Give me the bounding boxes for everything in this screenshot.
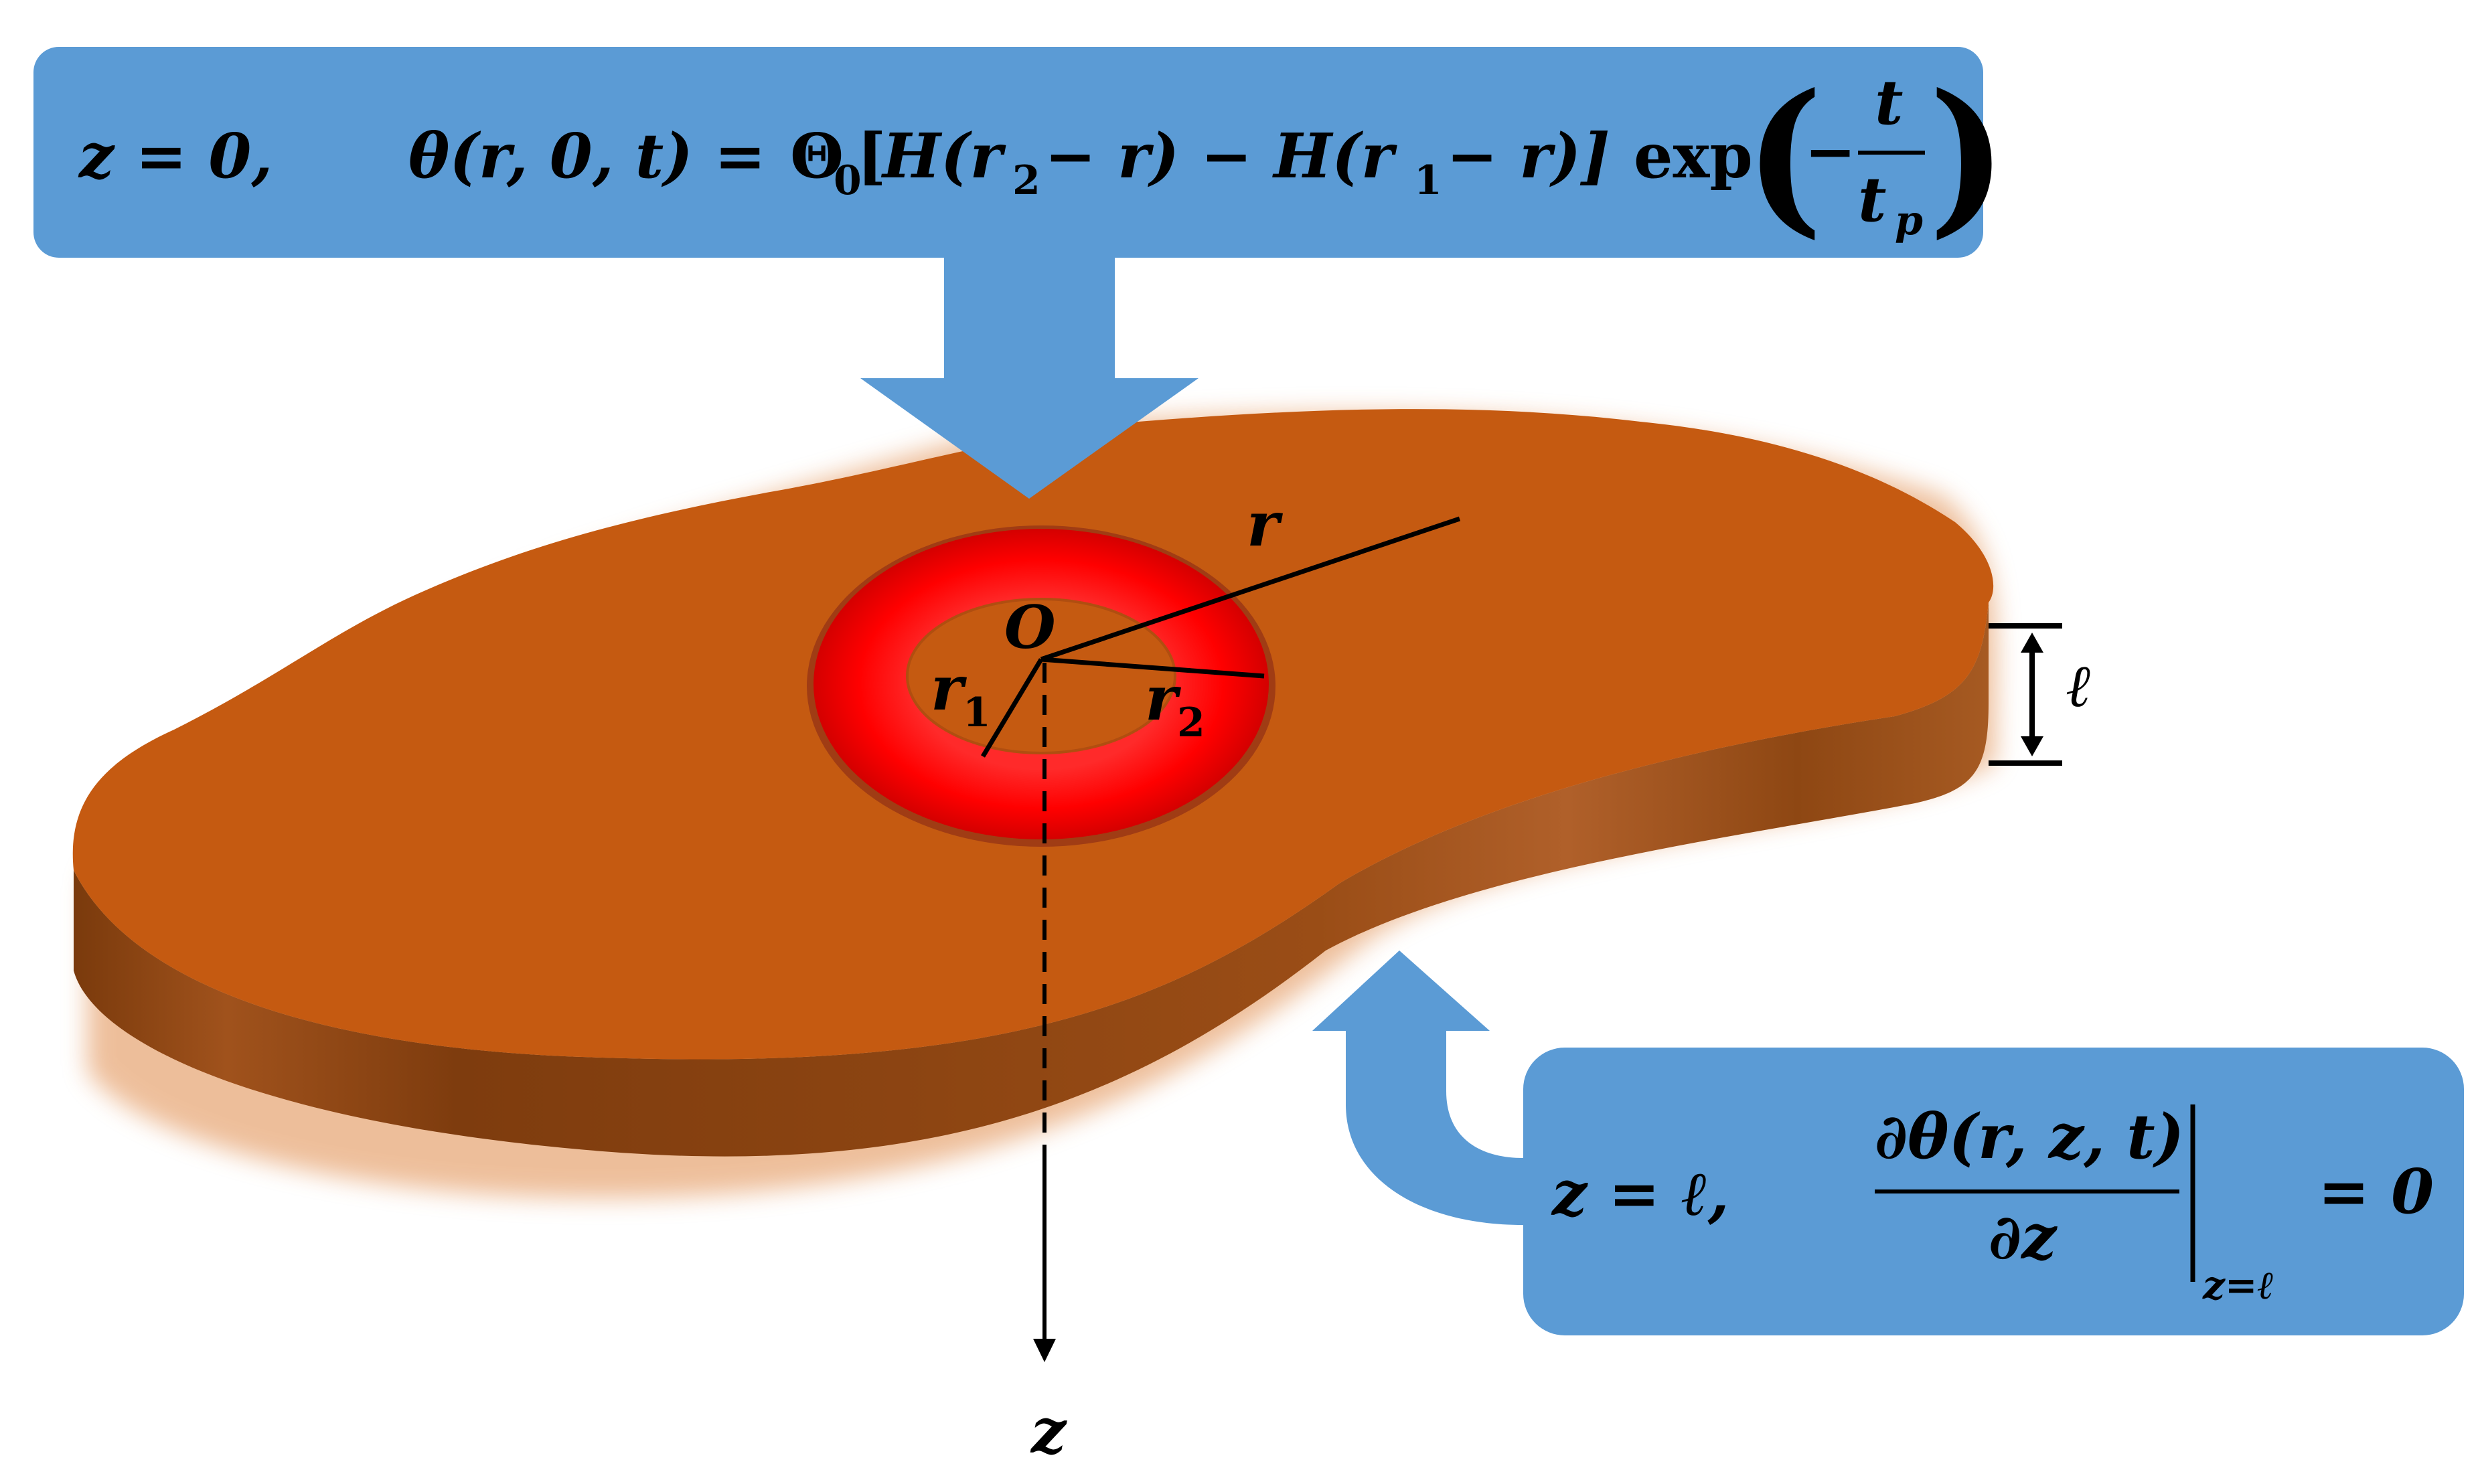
z-axis-arrowhead [1033, 1339, 1056, 1362]
top-condition-theta0-sub: 0 [834, 157, 862, 204]
top-callout-arrowhead [860, 378, 1198, 499]
origin-label: O [1004, 592, 1056, 662]
top-condition-theta0: Θ [790, 120, 844, 192]
bottom-boundary-callout: z = ℓ, ∂θ(r, z, t) ∂z z=ℓ = 0 [1312, 951, 2464, 1335]
radius-label-r1-sub: 1 [963, 689, 991, 736]
top-boundary-callout: z = 0, θ(r, 0, t) = Θ 0 [ H(r 2 − r) − H… [33, 47, 2007, 499]
top-condition-h1: H(r [880, 120, 1006, 192]
top-callout-box [33, 47, 1983, 258]
top-condition-h1-sub: 2 [1012, 157, 1040, 204]
top-condition-frac-den: t [1858, 163, 1887, 236]
bottom-condition-eval-sub: z=ℓ [2202, 1262, 2274, 1308]
top-condition-frac-den-sub: p [1895, 197, 1923, 244]
top-condition-frac-num: t [1875, 66, 1904, 139]
radius-label-r: r [1247, 488, 1284, 560]
radius-label-r2: r [1145, 662, 1182, 734]
radius-line-r [1040, 516, 1461, 662]
z-axis-label: z [1030, 1395, 1067, 1467]
bottom-condition-rhs: = 0 [2318, 1155, 2434, 1228]
top-condition-h1-rest: − r) − H(r [1044, 120, 1398, 192]
top-condition-lhs: θ(r, 0, t) = [408, 120, 766, 192]
top-condition-h2-rest: − r)] [1446, 120, 1610, 192]
bottom-condition-left: z = ℓ, [1551, 1157, 1729, 1230]
top-condition-exp: exp [1634, 120, 1753, 192]
radius-label-r2-sub: 2 [1177, 699, 1205, 746]
thickness-label: ℓ [2066, 651, 2090, 720]
thickness-arrow-down [2021, 736, 2043, 756]
thickness-arrow-up [2021, 633, 2043, 653]
top-callout-arrow-shaft [944, 254, 1115, 382]
plate-side [74, 602, 1989, 1157]
bottom-condition-frac-num: ∂θ(r, z, t) [1875, 1100, 2184, 1173]
radius-line-r2 [1040, 657, 1265, 679]
top-condition-h2-sub: 1 [1414, 157, 1442, 204]
top-condition-minus: − [1804, 115, 1856, 187]
radius-line-r1 [980, 658, 1044, 758]
top-condition-bracket: [ [857, 120, 886, 192]
bottom-condition-frac-den: ∂z [1989, 1201, 2058, 1273]
top-condition-paren-open: ( [1744, 57, 1823, 254]
bottom-callout-curved-arrow [1312, 951, 1523, 1225]
top-condition-paren-close: ) [1928, 57, 2007, 254]
top-condition-left: z = 0, [78, 120, 273, 192]
radius-label-r1: r [931, 652, 967, 724]
